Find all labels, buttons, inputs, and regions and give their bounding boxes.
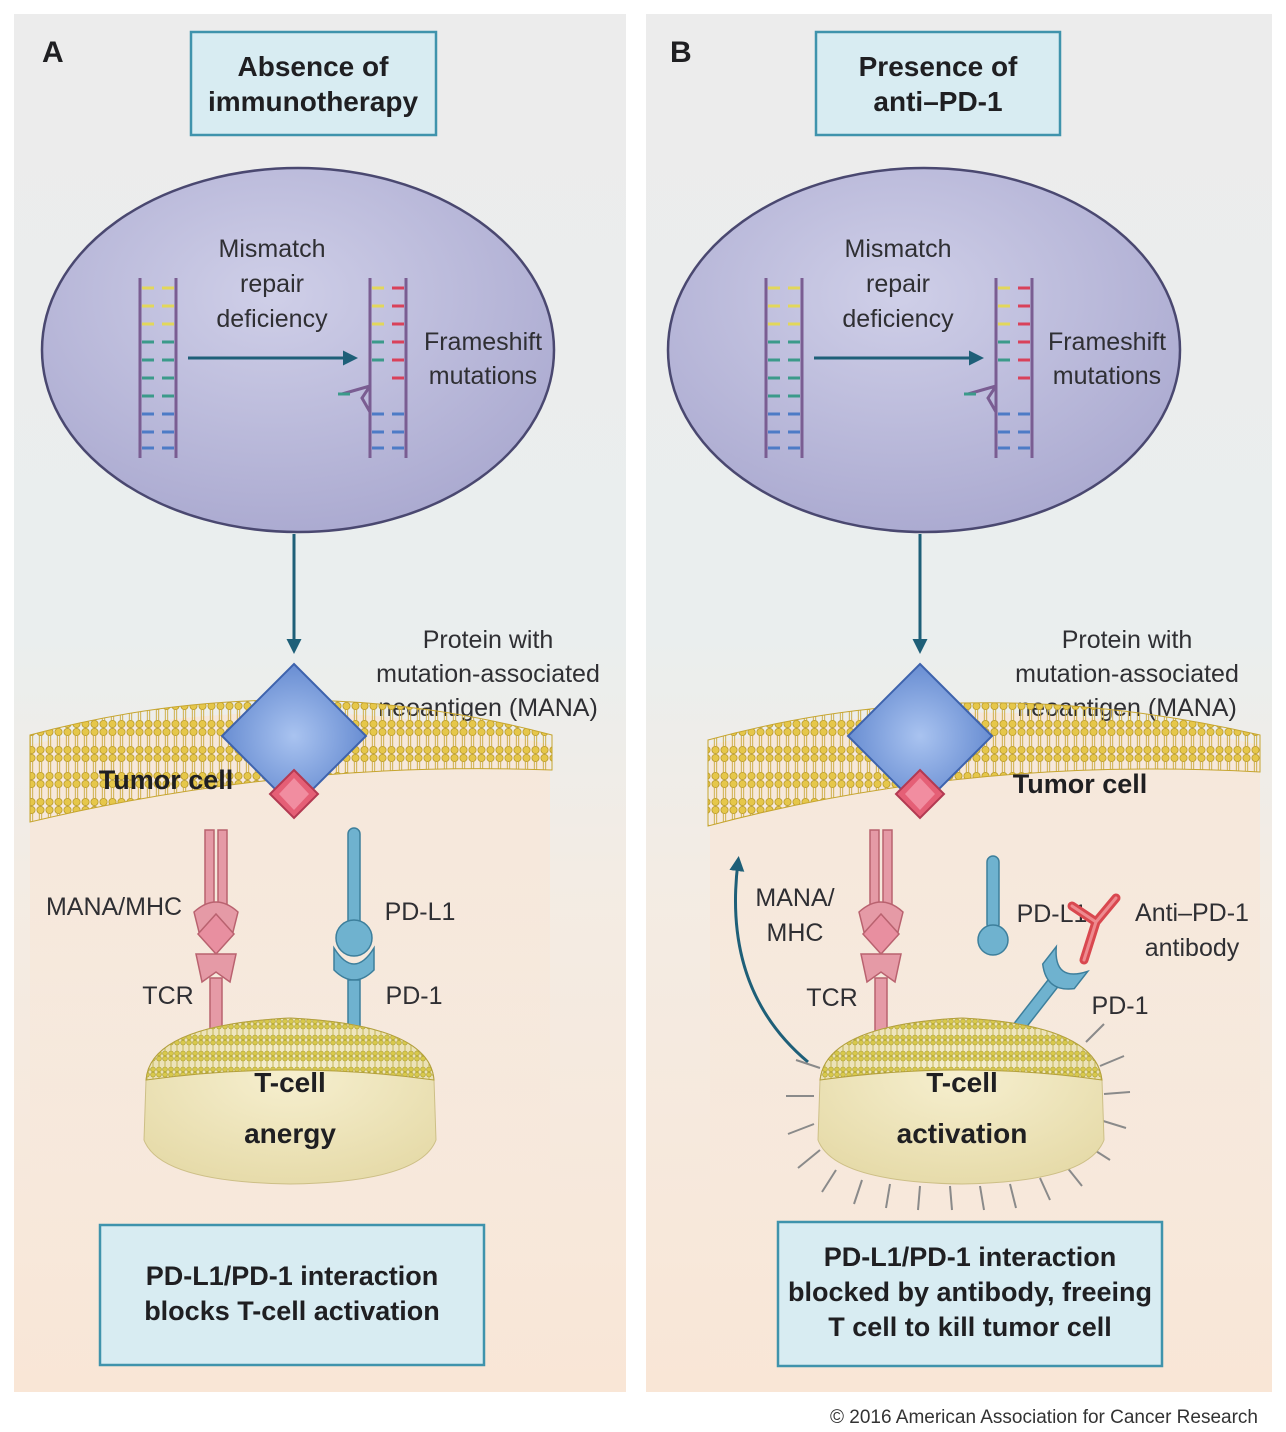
panel-b-activation-arrow — [729, 856, 809, 1064]
panel-b-tumor-cell-label: Tumor cell — [1013, 769, 1148, 799]
panel-b-mana-label-line2: MHC — [767, 919, 824, 947]
panel-a-tcr-complex — [193, 829, 239, 1049]
panel-b-summary-box — [776, 1220, 1164, 1368]
panel-a-title-line2: immunotherapy — [208, 86, 418, 117]
panel-a-frameshift-line2: mutations — [429, 362, 537, 390]
panel-a-tcell-line2: anergy — [244, 1118, 336, 1149]
panel-b-summary-line1: PD-L1/PD-1 interaction — [824, 1242, 1117, 1272]
panel-b-tcell-line2: activation — [897, 1118, 1028, 1149]
panel-b-tcell — [817, 1017, 1105, 1185]
panel-b-tcell-line1: T-cell — [926, 1067, 998, 1098]
panel-a-mismatch-line1: Mismatch — [219, 235, 326, 263]
panel-b-nucleus — [666, 166, 1182, 534]
panel-b-summary-line3: T cell to kill tumor cell — [828, 1312, 1112, 1342]
panel-b-summary-line2: blocked by antibody, freeing — [788, 1277, 1152, 1307]
panel-b-protein-line1: Protein with — [1062, 626, 1193, 654]
panel-b-title-line2: anti–PD-1 — [873, 86, 1002, 117]
panel-b-letter: B — [670, 36, 692, 69]
panel-a-mismatch-line3: deficiency — [216, 305, 328, 333]
panel-a-frameshift-line1: Frameshift — [424, 328, 542, 356]
copyright-notice: © 2016 American Association for Cancer R… — [830, 1407, 1258, 1428]
panel-a-summary-box — [98, 1223, 486, 1367]
panel-b-antibody-line2: antibody — [1145, 934, 1240, 962]
panel-b-tcr-complex — [858, 829, 904, 1049]
panel-b-frameshift-line1: Frameshift — [1048, 328, 1166, 356]
panel-b-mismatch-line2: repair — [866, 270, 930, 298]
panel-a-protein-line2: mutation-associated — [376, 660, 600, 688]
panel-a-title-box — [189, 30, 438, 137]
panel-b-mismatch-line3: deficiency — [842, 305, 954, 333]
panel-b-mismatch-line1: Mismatch — [845, 235, 952, 263]
panel-a-letter: A — [42, 36, 64, 69]
panel-a-tcell — [143, 1017, 437, 1185]
panel-a-tcr-label: TCR — [142, 982, 193, 1010]
panel-a-protein-line1: Protein with — [423, 626, 554, 654]
panel-b-antibody — [1067, 893, 1121, 965]
panel-b: B Presence of anti–PD-1 Mismatch repair … — [646, 14, 1272, 1392]
panel-b-title-line1: Presence of — [859, 51, 1018, 82]
panel-a-pd1-label: PD-1 — [386, 982, 443, 1010]
panel-b-protein-line2: mutation-associated — [1015, 660, 1239, 688]
panel-a-pdl1-label: PD-L1 — [385, 898, 456, 926]
panel-b-mana-label-line1: MANA/ — [755, 884, 834, 912]
panel-a-nucleus — [40, 166, 556, 534]
panel-b-frameshift-line2: mutations — [1053, 362, 1161, 390]
panel-a-mismatch-line2: repair — [240, 270, 304, 298]
panel-a: A Absence of immunotherapy Mismatch repa… — [14, 14, 626, 1392]
panel-b-pdl1 — [977, 855, 1009, 956]
panel-a-summary-line1: PD-L1/PD-1 interaction — [146, 1261, 439, 1291]
panel-a-title-line1: Absence of — [238, 51, 390, 82]
panel-a-mana-mhc-label: MANA/MHC — [46, 893, 182, 921]
panel-a-summary-line2: blocks T-cell activation — [144, 1296, 440, 1326]
panel-a-tcell-line1: T-cell — [254, 1067, 326, 1098]
panel-b-pd1-label: PD-1 — [1092, 992, 1149, 1020]
panel-b-title-box — [814, 30, 1062, 137]
panel-a-tumor-cell-label: Tumor cell — [99, 765, 234, 795]
panel-b-antibody-line1: Anti–PD-1 — [1135, 899, 1249, 927]
panel-b-tcr-label: TCR — [806, 984, 857, 1012]
